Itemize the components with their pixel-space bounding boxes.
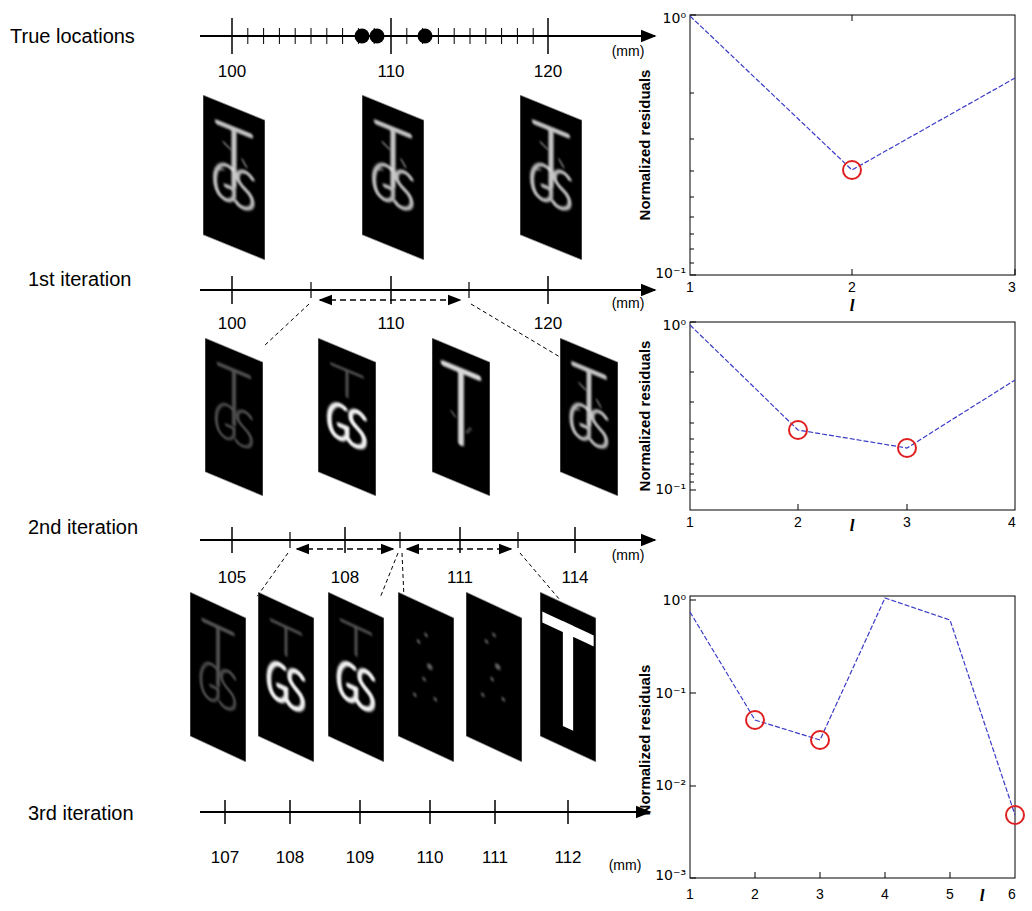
tick-label: 107 bbox=[211, 849, 239, 868]
axis-title: Normalized residuals bbox=[637, 341, 654, 492]
tick-label: 110 bbox=[377, 315, 404, 334]
row-title: 1st iteration bbox=[28, 268, 131, 290]
tick-label: 10⁰ bbox=[663, 593, 686, 608]
tick-label: 5 bbox=[946, 887, 954, 902]
axis-title: Normalized residuals bbox=[637, 70, 654, 221]
tick-label: 2 bbox=[794, 515, 802, 530]
tick-label: 111 bbox=[447, 569, 473, 588]
tick-label: 10⁻¹ bbox=[655, 482, 686, 497]
tick-label: 1 bbox=[686, 280, 694, 295]
tick-label: 10⁰ bbox=[663, 11, 686, 26]
tick-label: 112 bbox=[554, 849, 581, 868]
tick-label: 110 bbox=[377, 63, 404, 82]
unit-label: (mm) bbox=[612, 296, 645, 311]
tick-label: 2 bbox=[848, 280, 856, 295]
row-title: 3rd iteration bbox=[28, 802, 134, 824]
unit-label: (mm) bbox=[612, 548, 645, 563]
tick-label: 111 bbox=[482, 849, 508, 868]
tick-label: 4 bbox=[881, 887, 889, 902]
axis-title: l bbox=[850, 297, 855, 316]
tick-label: 100 bbox=[218, 63, 246, 82]
tick-label: 10⁻¹ bbox=[655, 266, 686, 281]
tick-label: 120 bbox=[534, 63, 562, 82]
tick-label: 108 bbox=[331, 569, 359, 588]
tick-label: 3 bbox=[903, 515, 911, 530]
unit-label: (mm) bbox=[612, 44, 645, 59]
axis-title: Normalized residuals bbox=[637, 665, 654, 816]
tick-label: 6 bbox=[1008, 887, 1016, 902]
tick-label: 1 bbox=[686, 887, 694, 902]
tick-label: 1 bbox=[686, 515, 694, 530]
tick-label: 109 bbox=[346, 849, 374, 868]
tick-label: 3 bbox=[1008, 280, 1016, 295]
row-title: 2nd iteration bbox=[28, 516, 138, 538]
tick-label: 10⁻³ bbox=[655, 868, 686, 883]
tick-label: 10⁻² bbox=[655, 778, 686, 793]
tick-label: 10⁻¹ bbox=[655, 686, 686, 701]
tick-label: 105 bbox=[218, 569, 246, 588]
tick-label: 4 bbox=[1008, 515, 1016, 530]
tick-label: 120 bbox=[534, 315, 562, 334]
tick-label: 2 bbox=[751, 887, 759, 902]
axis-title: l bbox=[850, 517, 855, 536]
tick-label: 110 bbox=[416, 849, 443, 868]
tick-label: 114 bbox=[561, 569, 588, 588]
tick-label: 100 bbox=[218, 315, 246, 334]
tick-label: 3 bbox=[816, 887, 824, 902]
axis-title: l bbox=[980, 887, 985, 906]
tick-label: 10⁰ bbox=[663, 318, 686, 333]
unit-label: (mm) bbox=[609, 858, 642, 873]
row-title: True locations bbox=[10, 25, 135, 47]
tick-label: 108 bbox=[276, 849, 304, 868]
